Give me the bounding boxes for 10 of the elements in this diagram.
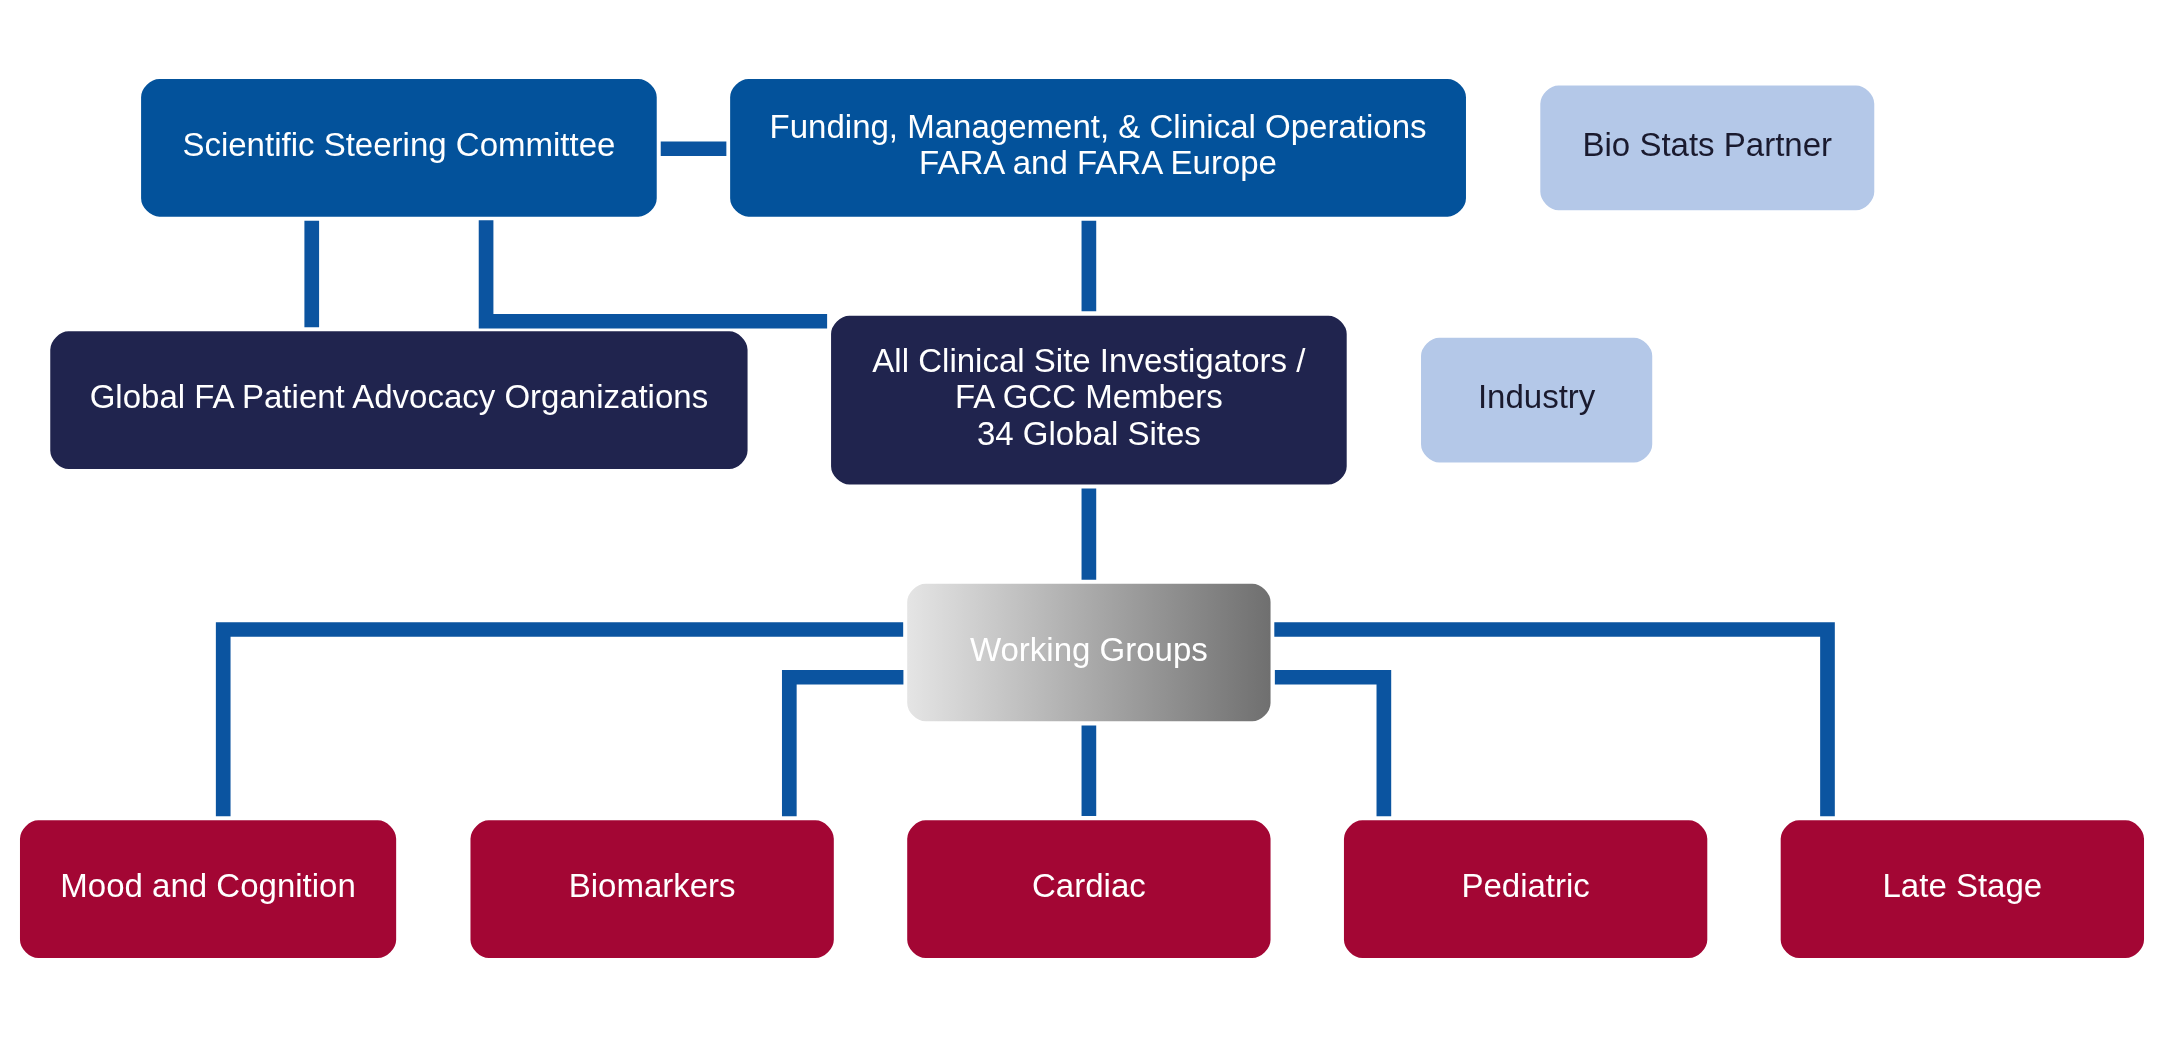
connector: [781, 669, 904, 817]
connector: [1081, 725, 1097, 817]
connector: [215, 622, 904, 817]
connector: [1081, 488, 1097, 580]
connector: [1081, 220, 1097, 312]
connector: [304, 220, 320, 328]
connector: [1274, 622, 1835, 817]
connector: [478, 220, 828, 329]
connector: [660, 141, 727, 157]
connector: [1274, 669, 1392, 817]
